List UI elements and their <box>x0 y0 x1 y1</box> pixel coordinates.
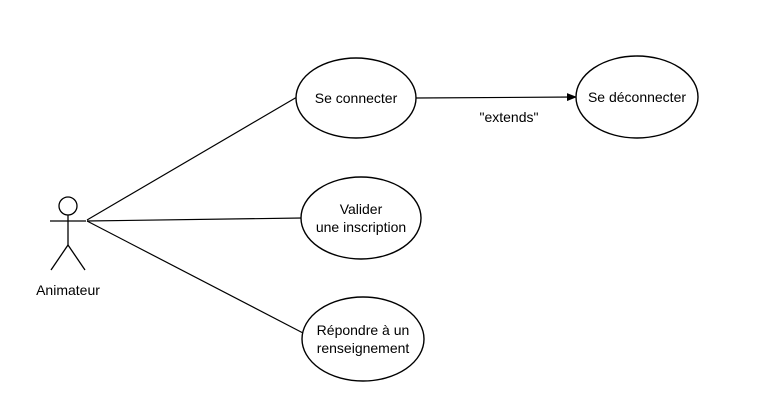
association-se-connecter <box>86 96 298 221</box>
actor-head <box>58 196 78 216</box>
usecase-se-deconnecter-label: Se déconnecter <box>588 89 686 105</box>
actor-label: Animateur <box>36 282 100 298</box>
usecase-se-deconnecter: Se déconnecter <box>575 55 699 139</box>
actor-right-leg <box>67 244 86 271</box>
usecase-valider-inscription-label-line2: une inscription <box>316 219 406 235</box>
usecase-repondre-renseignement-label-line1: Répondre à un <box>317 322 410 338</box>
usecase-se-deconnecter-ellipse <box>575 55 699 139</box>
usecase-repondre-renseignement-label-line2: renseignement <box>317 340 410 356</box>
usecase-valider-inscription-label-line1: Valider <box>340 201 383 217</box>
usecase-se-connecter-label: Se connecter <box>315 90 398 106</box>
actor-left-leg <box>50 244 69 271</box>
usecase-se-connecter-ellipse <box>295 57 417 139</box>
association-valider-inscription <box>86 217 303 222</box>
usecase-repondre-renseignement: Répondre à un renseignement <box>301 296 425 382</box>
extends-arrow <box>415 93 577 102</box>
usecase-repondre-renseignement-ellipse <box>301 296 425 382</box>
actor-animateur: Animateur <box>36 196 100 298</box>
usecase-valider-inscription-ellipse <box>300 176 422 260</box>
extends-label: "extends" <box>480 109 539 125</box>
usecase-se-connecter: Se connecter <box>295 57 417 139</box>
usecase-valider-inscription: Valider une inscription <box>300 176 422 260</box>
association-repondre-renseignement <box>86 220 304 334</box>
